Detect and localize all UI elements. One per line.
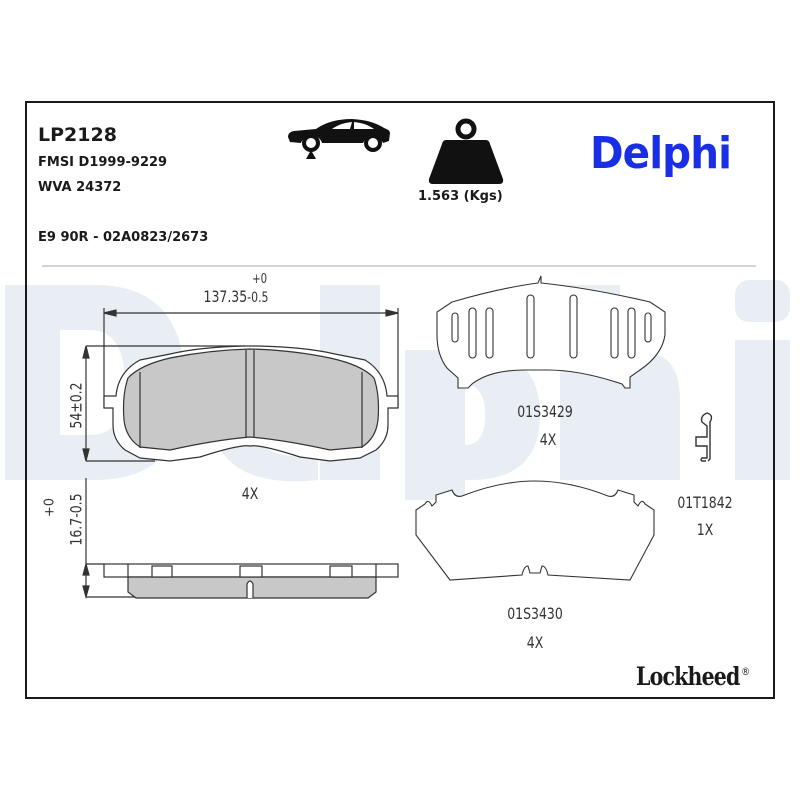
drawing-frame (25, 101, 775, 699)
shim-1-code: 01S3429 (517, 402, 573, 421)
lockheed-logo: Lockheed® (636, 662, 750, 691)
weight-icon (428, 118, 504, 184)
wva-code: WVA 24372 (38, 180, 122, 195)
weight-value: 1.563 (Kgs) (418, 189, 503, 204)
clip-01T1842-drawing (695, 412, 713, 462)
shim-2-code: 01S3430 (507, 604, 563, 623)
clip-quantity: 1X (696, 520, 714, 539)
shim-1-quantity: 4X (539, 430, 557, 449)
fmsi-code: FMSI D1999-9229 (38, 155, 168, 170)
approval-code: E9 90R - 02A0823/2673 (38, 230, 209, 245)
pad-quantity: 4X (241, 484, 259, 503)
width-tolerance-upper: +0 (252, 272, 268, 287)
width-dimension: 137.35-0.5 (203, 287, 269, 306)
part-number: LP2128 (38, 124, 117, 146)
header-separator (42, 265, 756, 267)
delphi-logo: Delphi (590, 128, 732, 179)
shim-2-quantity: 4X (526, 633, 544, 652)
car-front-axle-icon (288, 119, 390, 159)
clip-code: 01T1842 (677, 493, 733, 512)
